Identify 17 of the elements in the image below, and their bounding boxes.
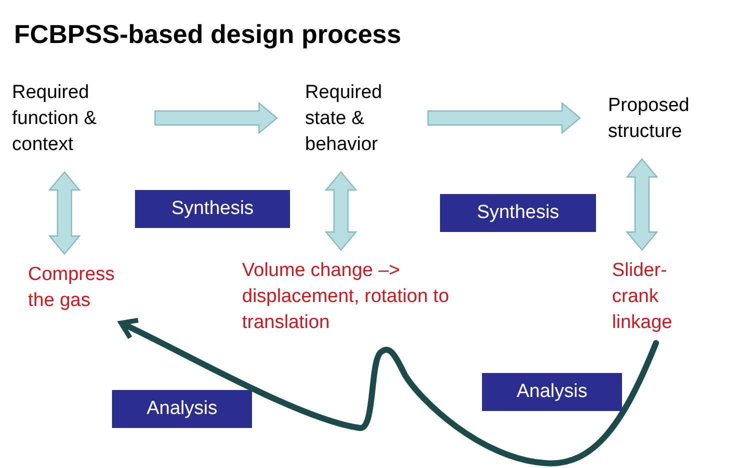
double-block-arrow [324, 171, 358, 251]
stage-text: Proposed structure [608, 93, 726, 151]
process-label: Synthesis [440, 194, 596, 232]
double-block-arrow [626, 158, 658, 251]
stage-text: Required function & context [12, 80, 137, 164]
process-label: Analysis [112, 390, 252, 428]
example-text: Compress the gas [28, 262, 140, 320]
example-text: Volume change –> displacement, rotation to translation [242, 258, 460, 342]
example-text: Slider- crank linkage [612, 258, 692, 342]
double-block-arrow [48, 171, 81, 255]
process-label: Synthesis [135, 190, 290, 228]
curved-arrow [118, 318, 659, 466]
block-arrow [427, 102, 581, 134]
title: FCBPSS-based design process [14, 18, 402, 50]
stage-text: Required state & behavior [305, 80, 410, 164]
process-label: Analysis [482, 373, 622, 411]
block-arrow [154, 102, 278, 134]
